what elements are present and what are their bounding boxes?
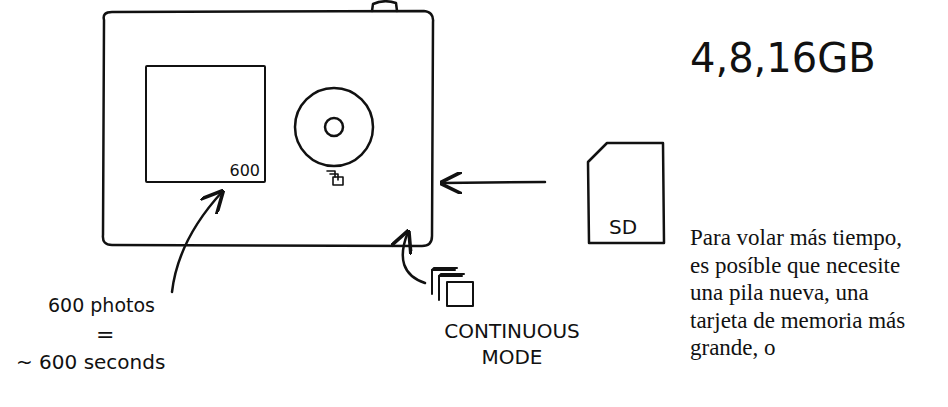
sd-card-shape [588, 143, 664, 243]
camera-body [103, 11, 433, 246]
dial-center [325, 118, 343, 136]
card-label: SD [609, 216, 637, 238]
leader-arrow [403, 232, 425, 283]
camera-dial [295, 88, 373, 166]
note: = [96, 322, 126, 348]
note: ~ 600 seconds [16, 350, 206, 374]
body-text: Para volar más tiempo, es posíble que ne… [690, 224, 918, 362]
camera-screen: 600 [145, 65, 266, 183]
photo-count: 600 [229, 162, 260, 180]
shutter-button [372, 1, 397, 11]
sd-card: SD [585, 140, 667, 246]
continuous-icon [432, 268, 473, 306]
capacity-note: 4,8,16GB [690, 34, 940, 82]
insert-arrow [442, 182, 545, 183]
leader-arrow [172, 192, 222, 292]
mode-label: CONTINUOUS MODE [432, 318, 592, 370]
note: 600 photos [48, 294, 188, 317]
mode-icon [327, 171, 343, 185]
